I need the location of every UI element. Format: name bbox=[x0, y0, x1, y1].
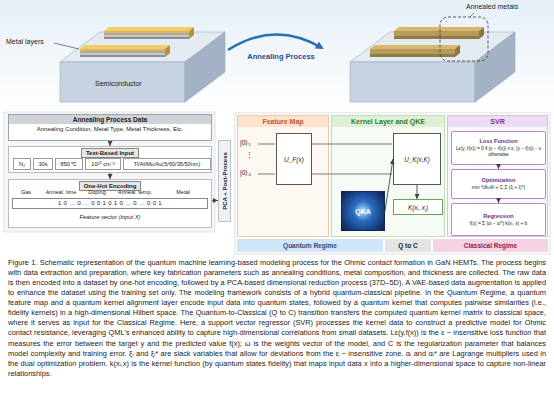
metal-side bbox=[479, 27, 484, 39]
ti-layer bbox=[104, 37, 189, 39]
gate-box: U_K(x,K) bbox=[393, 133, 441, 185]
node-text: QKA bbox=[355, 208, 371, 215]
table-cell: 30s bbox=[33, 158, 53, 170]
alloy-layer bbox=[394, 36, 479, 39]
slab-front bbox=[350, 62, 475, 102]
qka-image: QKA bbox=[341, 191, 385, 231]
metal-side bbox=[189, 27, 194, 39]
node-text: Classical Regime bbox=[464, 242, 517, 249]
node-text: Feature Map bbox=[238, 116, 328, 127]
field-name: Anneal. temp. bbox=[112, 189, 158, 195]
metal-side bbox=[455, 45, 460, 57]
input-panel: Text-Based InputN₂ 30s 850 ℃ 10¹⁵ cm⁻³ Ti/Al… bbox=[8, 146, 212, 173]
node-text: SVR bbox=[448, 116, 547, 127]
node-text: 10¹⁵ cm⁻³ bbox=[91, 160, 114, 168]
slab-front bbox=[60, 62, 185, 102]
node-text: Regression bbox=[483, 213, 513, 220]
node-text: Annealing Process Data bbox=[9, 115, 211, 124]
semiconductor-block bbox=[54, 27, 225, 102]
node-text: U_F(x) bbox=[284, 156, 304, 163]
node-text: 850 ℃ bbox=[61, 160, 78, 168]
node-text: Text-Based Input bbox=[81, 148, 139, 158]
slab-side bbox=[475, 32, 515, 102]
process-band: PCA + Post-Process bbox=[218, 140, 231, 222]
svr-step: Regressionf(x) = Σ (αᵢ − αᵢ*) k(xᵢ, x) +… bbox=[451, 203, 546, 236]
metal-top bbox=[80, 45, 170, 49]
table-cell: 850 ℃ bbox=[55, 158, 83, 170]
qubit-label: |0⟩₁ bbox=[240, 139, 251, 147]
metal-top bbox=[370, 45, 460, 49]
ti-layer bbox=[80, 55, 165, 57]
svr-step: Loss FunctionLε(y, f(x)) = 0 if |y − f(x… bbox=[451, 131, 546, 165]
annealed-metal bbox=[394, 31, 479, 39]
leader-line bbox=[470, 13, 474, 17]
svr-step: Optimizationmin ½‖ω‖² + C Σ (ξᵢ + ξᵢ*) bbox=[451, 169, 546, 199]
qubit-label: ⋮ bbox=[246, 151, 253, 159]
metal-top bbox=[394, 27, 484, 31]
au-layer bbox=[80, 49, 165, 51]
node-text: U_K(x,K) bbox=[404, 156, 430, 163]
node-text: Loss Function bbox=[479, 138, 517, 145]
field-name: Metal bbox=[158, 189, 208, 195]
mo-layer bbox=[104, 33, 189, 35]
quantum-panel bbox=[235, 113, 550, 254]
node-body: Annealing Condition, Metal Type, Metal T… bbox=[34, 124, 187, 134]
node-text: Ti/Al/Mo/Au(5/60/35/50nm) bbox=[134, 161, 201, 167]
process-arrow bbox=[228, 34, 322, 50]
node-body: Lε(y, f(x)) = 0 if |y − f(x)| ≤ ε; |y − … bbox=[455, 146, 542, 158]
field-name: Doping bbox=[82, 189, 112, 195]
node-text: Kernel Layer and QKE bbox=[332, 116, 444, 127]
node-text: Quantum Regime bbox=[283, 242, 337, 249]
data-panel bbox=[4, 112, 215, 232]
bit-vector: 1 0 … 0 … 0 0 1 0 1 0 … 0 … 0 0 1 bbox=[12, 198, 208, 209]
regime-band: Q to C bbox=[385, 239, 431, 252]
gate-box: U_F(x) bbox=[276, 133, 312, 185]
node-text: K(xᵢ, xⱼ) bbox=[408, 203, 428, 212]
field-name: Anneal. time bbox=[40, 189, 82, 195]
node-body: f(x) = Σ (αᵢ − αᵢ*) k(xᵢ, x) + b bbox=[470, 221, 528, 227]
part-label: Semiconductor bbox=[95, 80, 142, 87]
slab-side bbox=[185, 32, 225, 102]
annealed-metal bbox=[370, 49, 455, 57]
regime-band: Classical Regime bbox=[433, 239, 548, 252]
leader-line bbox=[54, 43, 79, 49]
al-layer bbox=[80, 53, 165, 55]
field-name: Gas bbox=[12, 189, 40, 195]
node-text: PCA + Post-Process bbox=[222, 152, 228, 210]
table-cell: Ti/Al/Mo/Au(5/60/35/50nm) bbox=[123, 158, 211, 170]
part-label: Metal layers bbox=[6, 38, 44, 45]
mo-layer bbox=[80, 51, 165, 53]
qubit-label: |0⟩₄ bbox=[240, 169, 251, 177]
metal-side bbox=[165, 45, 170, 57]
zoom-region bbox=[440, 17, 488, 61]
alloy-layer bbox=[370, 54, 455, 57]
kernel-panel: Kernel Layer and QKE QKA U_K(x,K) K(xᵢ, xⱼ) bbox=[331, 115, 445, 237]
top-ground bbox=[0, 0, 554, 112]
part-label: Annealed metals bbox=[466, 3, 518, 10]
al-layer bbox=[104, 35, 189, 37]
regime-band: Quantum Regime bbox=[237, 239, 383, 252]
figure-caption: Figure 1. Schematic representation of th… bbox=[8, 258, 546, 379]
vector-label: Feature vector (input X) bbox=[8, 214, 212, 220]
node-text: Optimization bbox=[482, 177, 516, 184]
svr-panel: SVR Loss FunctionLε(y, f(x)) = 0 if |y − … bbox=[447, 115, 548, 237]
kernel-box: K(xᵢ, xⱼ) bbox=[393, 199, 443, 215]
process-label: Annealing Process bbox=[236, 52, 326, 61]
data-box: Annealing Process DataAnnealing Conditio… bbox=[8, 114, 212, 141]
metal-top bbox=[104, 27, 194, 31]
au-layer bbox=[104, 31, 189, 33]
node-body: min ½‖ω‖² + C Σ (ξᵢ + ξᵢ*) bbox=[472, 185, 525, 191]
annealed-block bbox=[350, 13, 515, 102]
node-text: N₂ bbox=[19, 161, 25, 167]
node-text: 30s bbox=[38, 161, 47, 167]
node-text: Q to C bbox=[398, 242, 418, 249]
table-cell: N₂ bbox=[13, 158, 31, 170]
table-cell: 10¹⁵ cm⁻³ bbox=[85, 158, 121, 170]
